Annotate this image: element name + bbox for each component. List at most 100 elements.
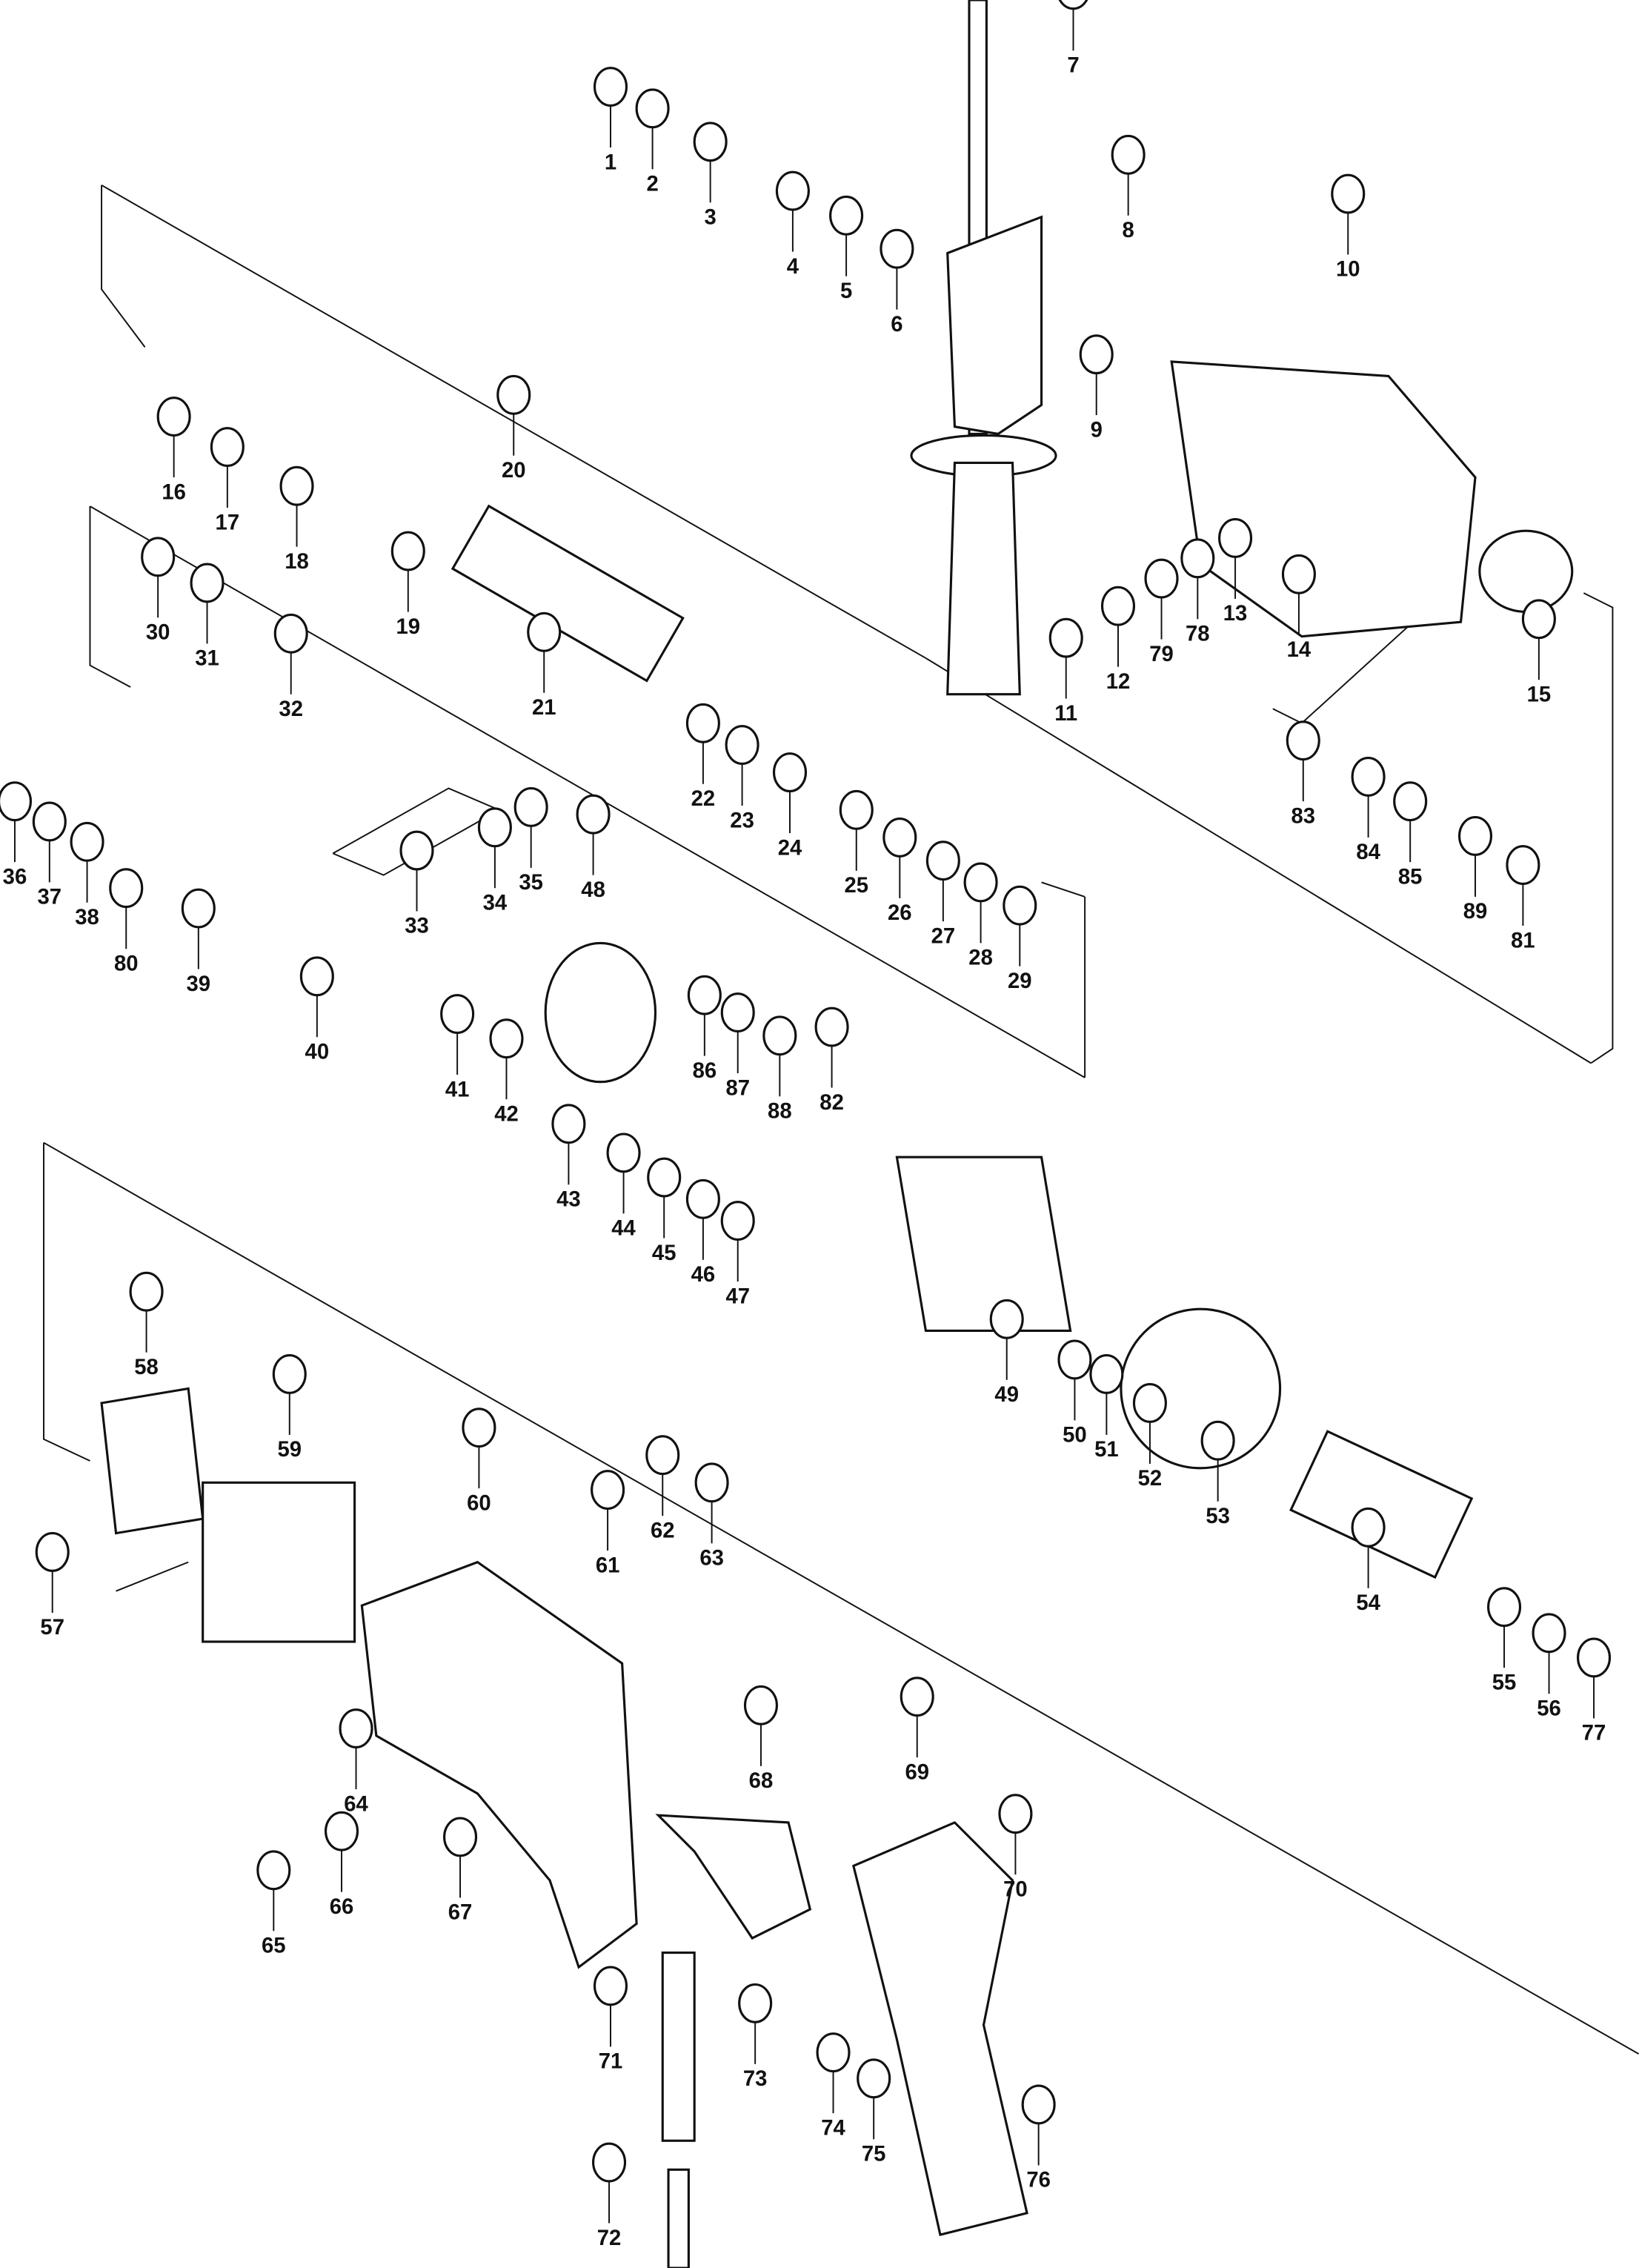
part-number-label: 15 (1527, 683, 1552, 706)
part-number-label: 47 (725, 1284, 750, 1308)
part-callout-14: 14 (1281, 554, 1316, 662)
part-number-label: 35 (519, 871, 543, 895)
armature-54 (1289, 1430, 1474, 1579)
part-3 (693, 122, 728, 162)
part-number-label: 71 (599, 2050, 623, 2074)
part-12 (1100, 586, 1136, 626)
part-45 (647, 1157, 682, 1198)
part-callout-46: 46 (685, 1178, 720, 1287)
part-number-label: 56 (1537, 1697, 1561, 1721)
part-callout-37: 37 (32, 801, 67, 909)
part-callout-83: 83 (1286, 720, 1320, 828)
part-callout-8: 8 (1111, 134, 1146, 242)
part-callout-58: 58 (129, 1271, 164, 1379)
part-callout-55: 55 (1487, 1587, 1522, 1694)
part-number-label: 31 (195, 647, 219, 671)
part-number-label: 80 (114, 952, 139, 975)
major-parts (100, 0, 1574, 2268)
part-number-label: 1 (605, 150, 616, 174)
part-25 (839, 789, 874, 830)
part-22 (685, 703, 720, 743)
part-26 (882, 818, 917, 858)
part-24 (772, 752, 808, 793)
part-number-label: 37 (38, 886, 62, 909)
group-line (1041, 881, 1086, 898)
part-callout-34: 34 (477, 807, 512, 915)
part-83 (1286, 720, 1320, 761)
part-47 (720, 1201, 755, 1241)
part-callout-75: 75 (857, 2058, 891, 2166)
part-number-label: 88 (768, 1100, 792, 1124)
part-number-label: 9 (1091, 418, 1103, 442)
part-7 (1058, 0, 1088, 10)
part-callout-19: 19 (390, 531, 425, 639)
part-number-label: 51 (1094, 1438, 1119, 1462)
part-callout-35: 35 (513, 787, 548, 895)
part-callout-21: 21 (527, 611, 562, 720)
part-number-label: 23 (730, 809, 754, 832)
part-63 (694, 1462, 729, 1503)
part-callout-39: 39 (181, 888, 216, 996)
part-callout-15: 15 (1521, 599, 1556, 706)
part-callout-17: 17 (210, 427, 245, 534)
part-70 (998, 1794, 1033, 1834)
part-number-label: 72 (597, 2226, 622, 2250)
part-callout-9: 9 (1079, 334, 1114, 442)
part-callout-89: 89 (1457, 816, 1493, 924)
part-number-label: 12 (1106, 670, 1131, 694)
part-number-label: 89 (1463, 900, 1488, 924)
part-39 (181, 888, 216, 929)
handle-cover-69 (852, 1821, 1028, 2237)
part-number-label: 61 (596, 1554, 620, 1577)
part-callout-23: 23 (725, 725, 759, 832)
part-79 (1144, 558, 1179, 599)
part-number-label: 85 (1398, 865, 1423, 889)
inner-housing-49 (895, 1155, 1072, 1332)
part-1 (593, 67, 628, 107)
part-callout-45: 45 (647, 1157, 682, 1265)
part-callout-42: 42 (489, 1018, 524, 1126)
part-callout-49: 49 (989, 1299, 1024, 1407)
part-62 (645, 1435, 680, 1476)
part-callout-47: 47 (720, 1201, 755, 1308)
part-number-label: 78 (1186, 623, 1210, 646)
part-74 (816, 2032, 851, 2073)
group-line (101, 185, 146, 348)
part-callout-52: 52 (1132, 1383, 1167, 1491)
part-callout-67: 67 (443, 1817, 478, 1925)
part-number-label: 10 (1336, 258, 1360, 282)
tool-holder-21 (451, 504, 685, 683)
baffle-58 (100, 1387, 205, 1535)
part-callout-33: 33 (399, 830, 434, 938)
part-number-label: 68 (749, 1769, 774, 1793)
part-58 (129, 1271, 164, 1312)
group-line (1583, 592, 1614, 1064)
part-callout-18: 18 (279, 465, 314, 574)
part-callout-1: 1 (593, 67, 628, 174)
part-number-label: 44 (611, 1217, 636, 1241)
part-callout-43: 43 (551, 1104, 586, 1212)
part-69 (900, 1677, 934, 1717)
part-52 (1132, 1383, 1167, 1423)
part-callout-51: 51 (1089, 1354, 1124, 1462)
part-callout-2: 2 (635, 88, 670, 196)
part-number-label: 76 (1026, 2169, 1051, 2192)
part-78 (1180, 538, 1215, 579)
part-number-label: 11 (1054, 702, 1077, 726)
part-number-label: 21 (532, 696, 556, 720)
part-15 (1521, 599, 1556, 640)
part-callout-59: 59 (272, 1354, 307, 1462)
group-line (116, 1561, 189, 1592)
part-callout-76: 76 (1021, 2084, 1056, 2192)
part-number-label: 6 (891, 313, 902, 336)
part-21 (527, 611, 562, 652)
part-number-label: 16 (162, 480, 186, 504)
gear-housing-14 (1170, 360, 1477, 638)
part-callout-28: 28 (963, 862, 998, 970)
part-43 (551, 1104, 586, 1144)
part-34 (477, 807, 512, 848)
part-number-label: 30 (146, 621, 170, 645)
part-callout-13: 13 (1218, 518, 1253, 626)
